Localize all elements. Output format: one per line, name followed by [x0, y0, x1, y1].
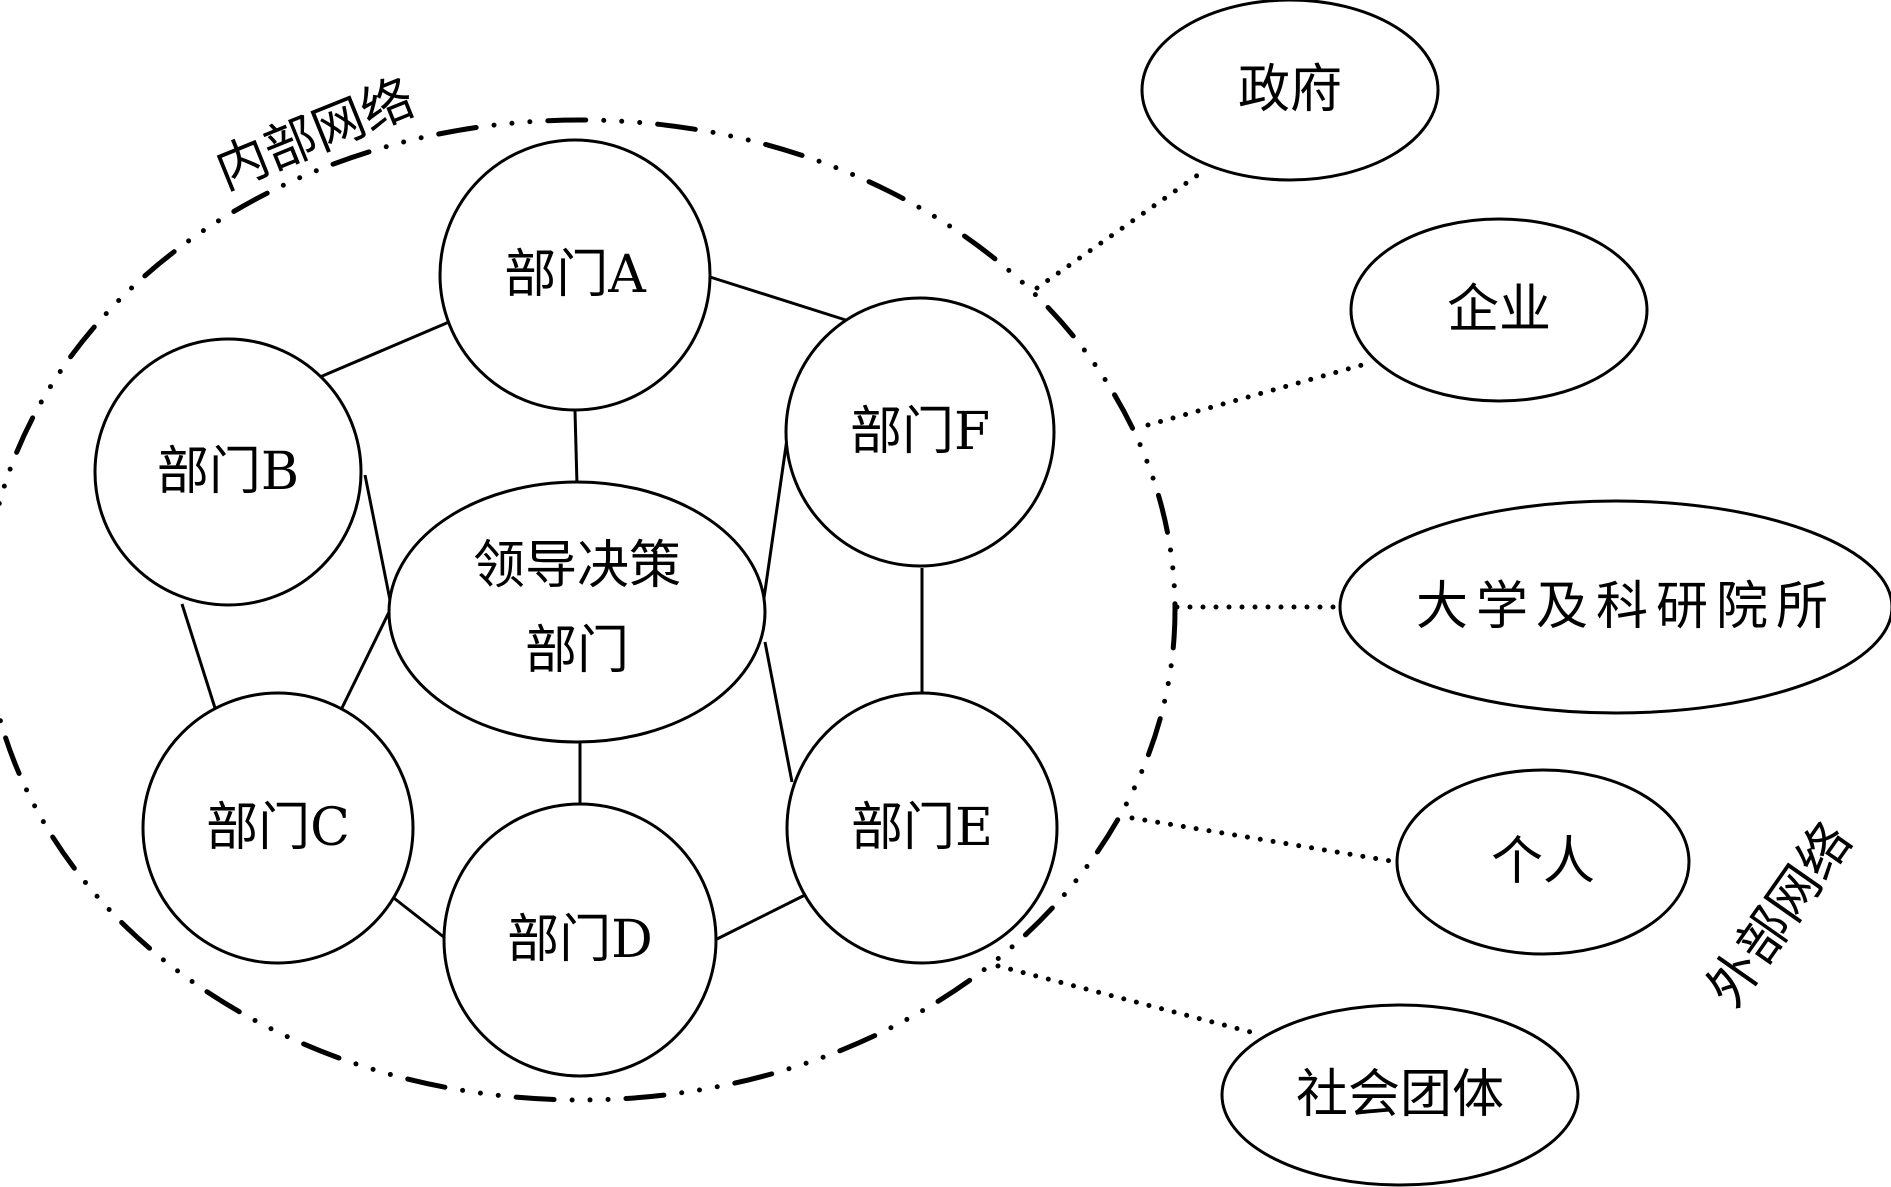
node-social-group-ellipse: [1220, 1003, 1580, 1187]
node-dept-c-label: 部门C: [206, 798, 350, 858]
node-leadership: 领导决策 部门: [387, 480, 767, 744]
node-dept-a: 部门A: [438, 138, 712, 412]
link-government: [1034, 167, 1208, 291]
node-dept-d-circle: [442, 802, 718, 1078]
node-enterprise-ellipse: [1349, 217, 1649, 403]
edge-D-E: [714, 893, 806, 942]
edge-A-B: [319, 320, 450, 379]
node-dept-d: 部门D: [442, 802, 718, 1078]
edge-C-D: [389, 893, 446, 940]
node-dept-b: 部门B: [93, 337, 363, 607]
node-university-ellipse: [1338, 499, 1891, 715]
node-enterprise-label: 企业: [1447, 280, 1551, 340]
link-enterprise: [1145, 359, 1376, 428]
node-dept-b-label: 部门B: [157, 442, 299, 502]
node-dept-f: 部门F: [784, 296, 1056, 568]
edge-A-F: [709, 275, 853, 324]
external-links: [995, 167, 1400, 1038]
node-social-group-label: 社会团体: [1296, 1065, 1504, 1125]
node-dept-e-circle: [785, 691, 1059, 965]
internal-network-label: 内部网络: [207, 68, 422, 202]
node-government-ellipse: [1140, 0, 1440, 182]
node-leadership-line-1: 领导决策: [473, 536, 681, 596]
node-dept-f-label: 部门F: [850, 402, 990, 462]
node-dept-a-label: 部门A: [504, 245, 647, 305]
node-individual-label: 个人: [1491, 832, 1595, 892]
node-dept-c-circle: [141, 691, 415, 965]
node-dept-e: 部门E: [785, 691, 1059, 965]
edge-E-L: [763, 641, 794, 783]
node-enterprise: 企业: [1349, 217, 1649, 403]
node-government-label: 政府: [1238, 60, 1342, 120]
edge-C-L: [338, 605, 394, 713]
link-social-group: [995, 963, 1265, 1038]
node-individual-ellipse: [1395, 768, 1691, 956]
node-leadership-ellipse: [387, 480, 767, 744]
node-dept-a-circle: [438, 138, 712, 412]
link-individual: [1129, 815, 1400, 865]
node-dept-c: 部门C: [141, 691, 415, 965]
node-dept-d-label: 部门D: [507, 910, 653, 970]
edge-A-L: [573, 410, 579, 486]
edge-B-C: [180, 603, 217, 709]
edge-B-L: [363, 474, 392, 601]
internal-network-boundary: [0, 117, 1178, 1103]
node-dept-b-circle: [93, 337, 363, 607]
internal-edges: [180, 275, 924, 942]
edge-F-L: [762, 431, 790, 599]
node-university: 大学及科研院所: [1338, 499, 1891, 715]
external-network-label: 外部网络: [1696, 813, 1864, 1018]
node-individual: 个人: [1395, 768, 1691, 956]
node-government: 政府: [1140, 0, 1440, 182]
node-university-label: 大学及科研院所: [1416, 577, 1836, 637]
node-dept-e-label: 部门E: [851, 798, 993, 858]
node-leadership-line-2: 部门: [525, 621, 629, 681]
node-social-group: 社会团体: [1220, 1003, 1580, 1187]
node-dept-f-circle: [784, 296, 1056, 568]
